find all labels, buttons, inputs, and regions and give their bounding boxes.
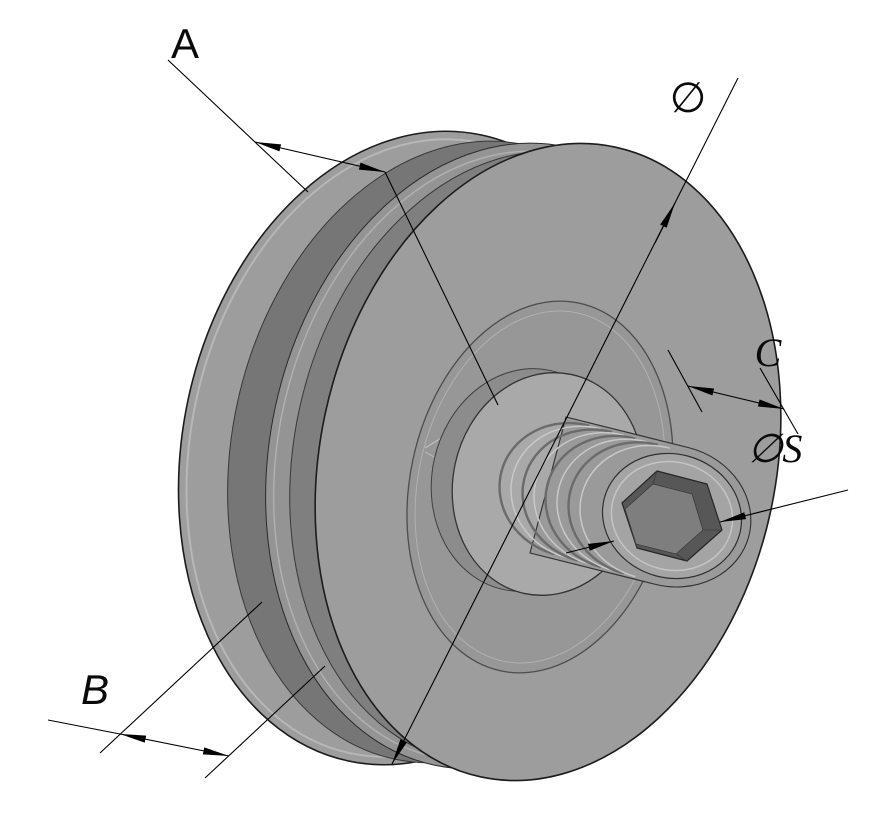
dim-b-extension-2 bbox=[204, 665, 326, 779]
dim-b-arrow-line bbox=[119, 733, 230, 757]
thread-line bbox=[521, 428, 613, 562]
thread-line bbox=[567, 441, 659, 575]
end-face-chamfer-ring bbox=[610, 460, 734, 572]
thread-line bbox=[498, 421, 590, 556]
dim-diameter: ∅ bbox=[391, 74, 739, 765]
dim-b-extension-1 bbox=[99, 601, 263, 754]
socket-leader-left bbox=[565, 540, 615, 554]
socket-label: ∅S bbox=[748, 426, 803, 471]
thread-line bbox=[510, 425, 601, 559]
dim-b-label: B bbox=[81, 666, 109, 713]
diameter-line bbox=[391, 77, 739, 765]
dim-c-label: C bbox=[755, 330, 783, 375]
dim-b-tail bbox=[47, 719, 121, 735]
hex-edge-line bbox=[652, 470, 658, 485]
thread-line bbox=[556, 438, 647, 571]
dim-c: C bbox=[667, 330, 799, 435]
diameter-label: ∅ bbox=[670, 74, 707, 121]
dim-a-label: A bbox=[171, 20, 199, 67]
dim-a-arrow-line bbox=[254, 141, 386, 173]
dim-c-arrow-line bbox=[687, 385, 785, 410]
pulley-body bbox=[177, 130, 782, 782]
dim-a-extension-2 bbox=[384, 171, 499, 406]
hex-edge-line bbox=[675, 553, 688, 562]
thread-line bbox=[579, 444, 670, 578]
dim-a-extension-1 bbox=[167, 59, 309, 193]
dim-a: A bbox=[167, 20, 499, 406]
dim-b: B bbox=[47, 601, 326, 779]
socket-leader-right bbox=[719, 489, 849, 523]
thread-line bbox=[533, 431, 624, 565]
hex-edge-line bbox=[635, 543, 638, 549]
dim-socket: ∅S bbox=[565, 426, 849, 554]
diameter-upper-arrow bbox=[654, 202, 676, 244]
dimension-annotations: A B ∅ C ∅S bbox=[47, 20, 849, 779]
